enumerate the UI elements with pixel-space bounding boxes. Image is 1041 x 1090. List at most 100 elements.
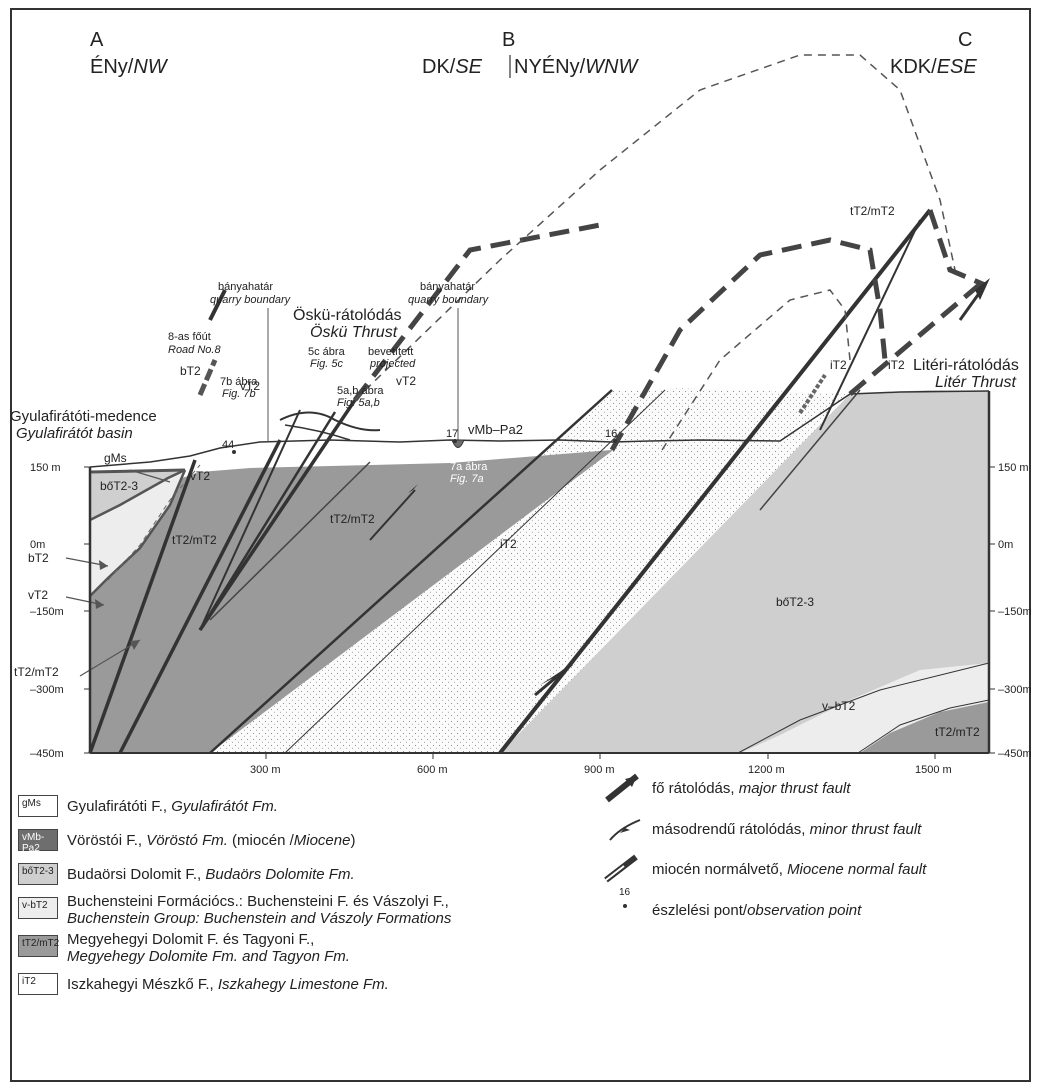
pointer-tm-t2-head: [130, 640, 140, 650]
boundary-basin: [89, 468, 186, 474]
x-tick-1500: 1500 m: [915, 764, 952, 776]
unit-label-b-t2-fault: bT2: [180, 364, 201, 378]
thrust-arrow-c: [975, 278, 990, 300]
fault-thrust-bundle: [209, 461, 371, 621]
unit-b-t2: [90, 470, 185, 596]
legend-swatch-tm: tT2/mT2: [18, 935, 60, 957]
normal-fault-marker-3: [798, 373, 827, 415]
y-tick-left-m450: –450m: [30, 748, 64, 760]
fault-normal-right: [819, 219, 921, 431]
fig5ab-en: Fig. 5a,b: [337, 397, 380, 409]
boundary-vb-upper: [737, 662, 990, 754]
projected-en: projected: [369, 358, 416, 370]
unit-tm-t2-right: [860, 702, 989, 753]
section-dir-c: KDK/ESE: [890, 56, 977, 78]
y-tick-right-m450: –450m: [998, 748, 1032, 760]
quarry-label-left-hu: bányahatár: [218, 281, 273, 293]
fig5ab-hu: 5a,b ábra: [337, 385, 384, 397]
legend-code-bo: bőT2-3: [22, 866, 54, 877]
unit-label-v-t2-basin: vT2: [190, 469, 210, 483]
section-dir-b-right: NYÉNy/WNW: [514, 55, 639, 78]
y-tick-right-m150: –150m: [998, 606, 1032, 618]
legend-observation-point: észlelési pont/observation point: [652, 902, 861, 919]
legend-minor-thrust-arrowhead: [620, 828, 630, 833]
minor-thrust-curve-1: [279, 411, 381, 432]
legend-item-gms: Gyulafirátóti F., Gyulafirátót Fm.: [67, 798, 278, 815]
legend-vb-hu: Buchensteini Formációcs.: Buchensteini F…: [67, 893, 449, 910]
legend-major-thrust-en: major thrust fault: [738, 780, 851, 797]
projected-thrust-outer: [354, 54, 956, 401]
legend-minor-thrust-en: minor thrust fault: [809, 821, 922, 838]
liter-thrust-hu: Litéri-rátolódás: [913, 357, 1019, 374]
legend-gms-en: Gyulafirátót Fm.: [171, 798, 278, 815]
unit-tm-t2-main: [90, 450, 612, 753]
section-point-c: C: [958, 29, 972, 51]
fig5c-en: Fig. 5c: [310, 358, 344, 370]
unit-label-bo-t23-left: bőT2-3: [100, 479, 138, 493]
y-tick-marks: [84, 466, 995, 754]
unit-label-v-t2: vT2: [28, 588, 48, 602]
basin-label-hu: Gyulafirátóti-medence: [10, 408, 157, 425]
y-tick-right-0: 0m: [998, 539, 1013, 551]
minor-thrust-curve-2: [284, 424, 351, 441]
pointer-b-t2-head: [99, 560, 108, 570]
obs-point-16: [613, 439, 617, 443]
legend-vmb-hu: Vöröstói F.,: [67, 832, 147, 849]
projected-thrust-left: [353, 222, 601, 402]
legend-major-thrust-hu: fő rátolódás,: [652, 780, 739, 797]
unit-label-vb-t2: v–bT2: [822, 699, 856, 713]
legend-observation-number: 16: [619, 887, 631, 898]
unit-label-tm-t2-left: tT2/mT2: [14, 665, 59, 679]
legend-normal-fault: miocén normálvető, Miocene normal fault: [652, 861, 926, 878]
fig7b-hu: 7b ábra: [220, 376, 258, 388]
unit-i-t2-stipple: [210, 388, 850, 753]
pointer-basin-gms: [129, 469, 171, 483]
projected-thrust-mid: [609, 237, 888, 452]
unit-label-tm-t2-center: tT2/mT2: [330, 512, 375, 526]
unit-label-v-t2-fault: vT2: [240, 379, 260, 393]
unit-label-i-t2-top: iT2: [830, 358, 847, 372]
projected-thrust-right: [927, 209, 986, 288]
legend-i-en: Iszkahegy Limestone Fm.: [217, 976, 389, 993]
figure-frame: [10, 8, 1031, 1082]
legend-code-vb: v-bT2: [22, 900, 48, 911]
obs-point-17: [453, 439, 457, 443]
legend-code-tm: tT2/mT2: [22, 938, 60, 949]
legend-bo-hu: Budaörsi Dolomit F.,: [67, 866, 206, 883]
fig7a-en: Fig. 7a: [450, 473, 484, 485]
legend-code-gms: gMs: [22, 798, 41, 809]
legend-observation-en: observation point: [747, 902, 862, 919]
x-tick-marks: [265, 753, 936, 759]
fault-major-1: [88, 459, 197, 754]
legend-swatch-gms: gMs: [18, 795, 58, 817]
boundary-i-t2-inner: [284, 389, 666, 754]
legend-swatch-vmb: vMb-Pa2: [18, 829, 58, 854]
fault-oskü-thrust: [198, 399, 357, 631]
y-tick-left-150: 150 m: [30, 462, 61, 474]
oskü-thrust-en: Öskü Thrust: [310, 323, 398, 341]
boundary-v-t2: [89, 469, 187, 597]
legend-item-i: Iszkahegyi Mészkő F., Iszkahegy Limeston…: [67, 976, 389, 993]
y-tick-right-150: 150 m: [998, 462, 1029, 474]
unit-label-tm-t2-mid: tT2/mT2: [172, 533, 217, 547]
basin-label-en: Gyulafirátót basin: [16, 425, 133, 442]
legend-observation-point-dot: [623, 904, 627, 908]
pointer-v-t2-head: [95, 599, 104, 609]
y-tick-right-m300: –300m: [998, 684, 1032, 696]
legend-swatch-vb: v-bT2: [18, 897, 58, 919]
legend-minor-thrust-symbol: [609, 819, 641, 841]
unit-label-tm-t2-top: tT2/mT2: [850, 204, 895, 218]
x-tick-900: 900 m: [584, 764, 615, 776]
fault-liter-thrust: [498, 208, 932, 755]
legend-i-hu: Iszkahegyi Mészkő F.,: [67, 976, 218, 993]
legend-item-vb: Buchensteini Formációcs.: Buchensteini F…: [67, 893, 451, 927]
boundary-stipple-left: [209, 389, 613, 754]
fault-right-secondary: [759, 389, 861, 511]
legend-observation-hu: észlelési pont/: [652, 902, 748, 919]
boundary-vb-lower: [857, 699, 990, 754]
liter-thrust-en: Litér Thrust: [935, 374, 1016, 391]
normal-fault-marker-1: [197, 359, 218, 396]
legend-item-tm: Megyehegyi Dolomit F. és Tagyoni F.,Megy…: [67, 931, 350, 965]
fault-secondary-1: [199, 409, 301, 631]
legend-swatch-i: iT2: [18, 973, 58, 995]
